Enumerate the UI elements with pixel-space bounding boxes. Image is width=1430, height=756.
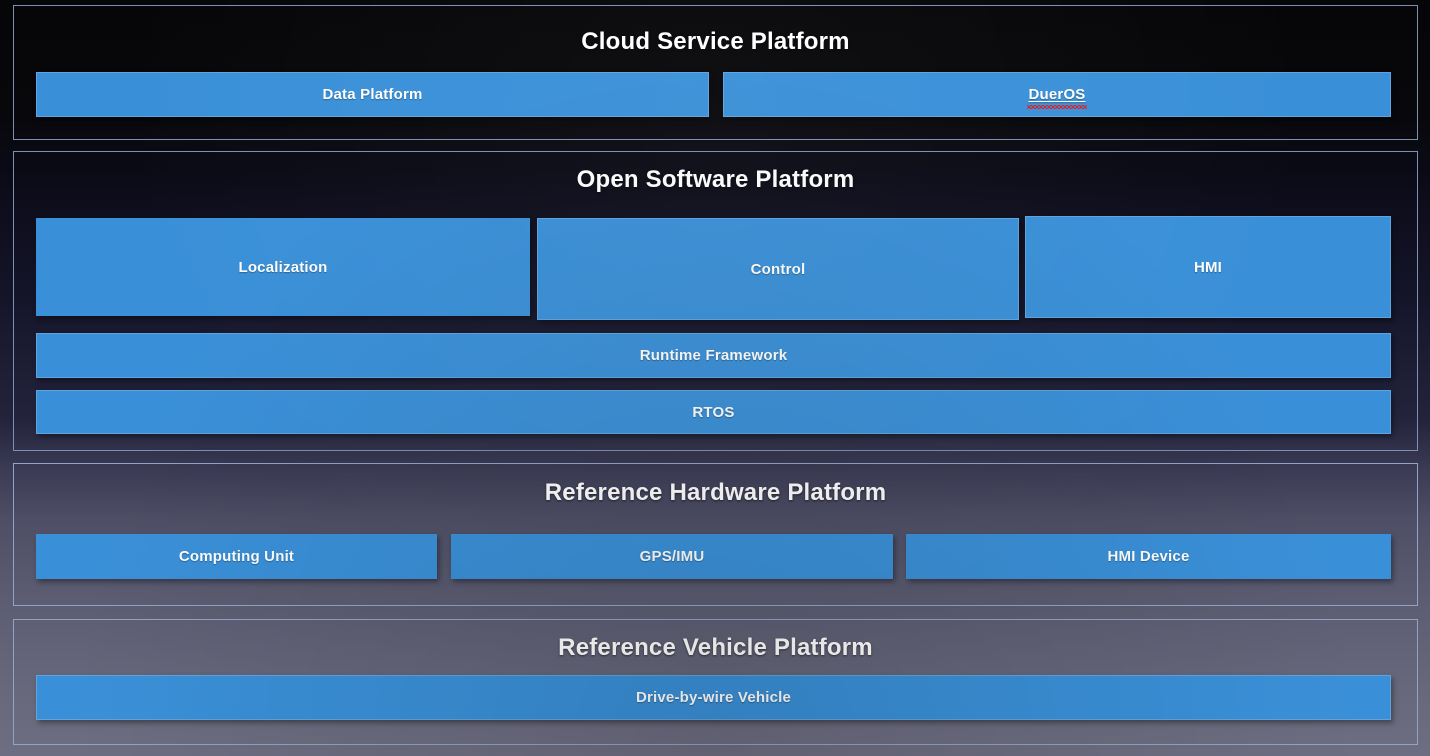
tier-open-software-platform: Open Software Platform bbox=[13, 151, 1418, 451]
tier-title-cloud-service-platform: Cloud Service Platform bbox=[581, 28, 850, 55]
box-label-drive-by-wire-vehicle: Drive-by-wire Vehicle bbox=[635, 689, 792, 706]
box-drive-by-wire-vehicle[interactable]: Drive-by-wire Vehicle bbox=[36, 675, 1391, 720]
box-localization[interactable]: Localization bbox=[36, 218, 530, 316]
box-label-computing-unit: Computing Unit bbox=[178, 548, 295, 565]
tier-reference-vehicle-platform: Reference Vehicle Platform bbox=[13, 619, 1418, 745]
box-label-data-platform: Data Platform bbox=[322, 86, 423, 103]
box-dueros[interactable]: DuerOS bbox=[723, 72, 1391, 117]
box-label-gps-imu: GPS/IMU bbox=[639, 548, 705, 565]
box-label-rtos: RTOS bbox=[692, 403, 735, 421]
box-label-runtime-framework: Runtime Framework bbox=[639, 347, 788, 364]
box-hmi[interactable]: HMI bbox=[1025, 216, 1391, 318]
tier-reference-hardware-platform: Reference Hardware Platform bbox=[13, 463, 1418, 606]
box-label-control: Control bbox=[750, 260, 806, 278]
box-computing-unit[interactable]: Computing Unit bbox=[36, 534, 437, 579]
box-control[interactable]: Control bbox=[537, 218, 1019, 320]
box-label-dueros: DuerOS bbox=[1027, 86, 1087, 109]
box-label-localization: Localization bbox=[238, 258, 328, 276]
box-label-hmi-device: HMI Device bbox=[1107, 548, 1190, 565]
box-data-platform[interactable]: Data Platform bbox=[36, 72, 709, 117]
tier-title-reference-hardware-platform: Reference Hardware Platform bbox=[544, 479, 887, 506]
box-rtos[interactable]: RTOS bbox=[36, 390, 1391, 434]
box-label-hmi: HMI bbox=[1193, 258, 1223, 276]
tier-title-reference-vehicle-platform: Reference Vehicle Platform bbox=[558, 634, 873, 661]
tier-cloud-service-platform: Cloud Service Platform bbox=[13, 5, 1418, 140]
box-runtime-framework[interactable]: Runtime Framework bbox=[36, 333, 1391, 378]
tier-title-open-software-platform: Open Software Platform bbox=[576, 166, 855, 193]
box-hmi-device[interactable]: HMI Device bbox=[906, 534, 1391, 579]
box-gps-imu[interactable]: GPS/IMU bbox=[451, 534, 893, 579]
